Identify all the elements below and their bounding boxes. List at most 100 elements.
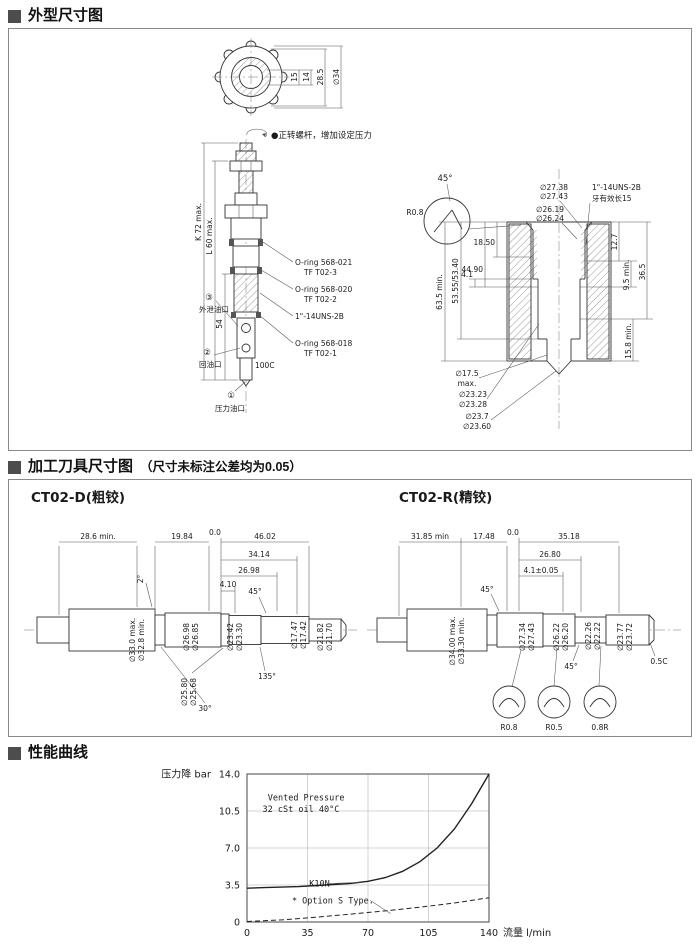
oring-callout: O-ring 568-021 — [295, 258, 352, 267]
dia-label: ∅26.19 — [536, 205, 564, 214]
angle-label: 45° — [437, 174, 452, 184]
section-marker-icon — [8, 746, 21, 760]
dia-label: ∅33.30 min. — [457, 618, 466, 665]
section-tooling-title: 加工刀具尺寸图 — [28, 458, 134, 475]
dim-label: 53.55/53.40 — [451, 258, 460, 304]
y-tick-label: 7.0 — [225, 844, 240, 855]
port-1-label: 压力油口 — [215, 403, 245, 413]
dia-label: ∅22.26 — [584, 622, 593, 650]
tool-dim-lines — [58, 538, 310, 704]
chamfer-label: 0.5C — [650, 657, 667, 666]
tip-note: 100C — [255, 361, 275, 370]
series-k10n — [246, 773, 490, 889]
dia-label: ∅21.82 — [316, 623, 325, 651]
angle-label: 45° — [480, 585, 494, 594]
dia-label: ∅27.38 — [540, 183, 568, 192]
dim-label: 63.5 min. — [435, 274, 444, 310]
oring-callout-leaders — [258, 241, 294, 344]
port-2-number: ② — [203, 348, 211, 358]
x-tick-label: 140 — [480, 928, 498, 939]
dim-label: 46.02 — [254, 532, 276, 541]
cavity-right-dim-lines — [571, 221, 653, 362]
dim-label: 18.50 — [474, 238, 496, 247]
y-tick-label: 0 — [234, 918, 240, 929]
dia-label: ∅17.42 — [299, 621, 308, 649]
tool-title: CT02-D(粗铰) — [31, 489, 125, 506]
dim-label: K 72 max. — [194, 203, 203, 241]
radius-label: R0.8 — [500, 723, 517, 732]
annotation-arrow — [328, 882, 360, 884]
dim-label: 0.0 — [209, 528, 221, 537]
knob-top-view: 15 14 28.5 ∅34 — [212, 38, 343, 116]
section-outline-header: 外型尺寸图 — [0, 0, 700, 28]
tool-profile — [376, 608, 655, 652]
dia-label: ∅23.28 — [459, 400, 487, 409]
chart-annotation: 32 cSt oil 40°C — [263, 805, 340, 815]
thread-label: 1"-14UNS-2B — [592, 183, 641, 192]
x-tick-label: 105 — [419, 928, 437, 939]
dim-label: 14 — [302, 72, 311, 82]
dim-label: 15 — [290, 72, 299, 82]
dim-label: 4.10 — [220, 580, 237, 589]
dim-label: 4.1±0.05 — [524, 566, 559, 575]
chamfer-detail: 45° R0.8 — [406, 174, 522, 245]
oring-callout: O-ring 568-020 — [295, 285, 352, 294]
radius-label: R0.8 — [406, 208, 423, 217]
y-tick-label: 3.5 — [225, 881, 240, 892]
y-tick-label: 10.5 — [219, 807, 240, 818]
angle-label: 135° — [258, 672, 276, 681]
cavity-section-view: 45° R0.8 ∅27.38 ∅27.43 ∅26.19 ∅26.24 1"-… — [406, 169, 653, 431]
dia-label: ∅17.47 — [290, 621, 299, 649]
valve-side-view: K 72 max. L 60 max. 54 ③ 外泄油口 ② 回油口 100C… — [194, 139, 352, 413]
x-tick-label: 35 — [301, 928, 313, 939]
y-axis-label: 压力降 bar — [161, 768, 212, 781]
radius-label: R0.5 — [545, 723, 562, 732]
annotation-arrow — [370, 900, 391, 914]
plot-frame — [246, 773, 490, 923]
outline-drawing: 15 14 28.5 ∅34 ●正转螺杆，增加设定压力 — [194, 38, 653, 431]
dim-label: 0.0 — [507, 528, 519, 537]
dia-label: ∅26.24 — [536, 214, 564, 223]
dim-label: 26.98 — [238, 566, 260, 575]
dia-label: ∅33.0 max. — [128, 618, 137, 662]
x-tick-label: 0 — [244, 928, 250, 939]
tolerance-note: （尺寸未标注公差均为0.05） — [140, 460, 302, 474]
dia-label: ∅23.77 — [616, 623, 625, 651]
dia-label: ∅23.72 — [625, 623, 634, 651]
angle-label: 30° — [198, 704, 212, 713]
section-outline-title: 外型尺寸图 — [28, 7, 104, 24]
tool-profile — [36, 608, 347, 652]
tooling-drawing: CT02-D(粗铰) — [24, 489, 681, 732]
dia-label: ∅26.20 — [561, 623, 570, 651]
x-axis-label: 流量 l/min — [503, 926, 551, 939]
dia-label: ∅23.23 — [459, 390, 487, 399]
section-tooling-header: 加工刀具尺寸图 （尺寸未标注公差均为0.05） — [0, 451, 700, 479]
dim-label: ∅34 — [332, 69, 341, 85]
radius-detail-circles — [492, 685, 617, 719]
angle-label: 45° — [248, 587, 262, 596]
y-tick-label: 14.0 — [219, 770, 240, 781]
dim-label: 31.85 min — [411, 532, 449, 541]
dia-label: ∅23.42 — [226, 623, 235, 651]
dim-label: 19.84 — [171, 532, 193, 541]
dia-label: ∅34.00 max. — [448, 616, 457, 665]
dim-label: 28.6 min. — [80, 532, 116, 541]
dim-label: 26.80 — [539, 550, 561, 559]
dim-label: 36.5 — [638, 263, 647, 280]
cavity-left-dim-lines — [439, 221, 547, 362]
tooling-drawing-box: CT02-D(粗铰) — [8, 479, 692, 737]
dia-label: ∅22.22 — [593, 622, 602, 650]
dia-label: ∅26.98 — [182, 623, 191, 651]
chart-annotation: K10N — [309, 880, 329, 890]
section-marker-icon — [8, 460, 21, 474]
valve-dimension-lines — [201, 142, 238, 381]
thread-length-note: 牙有效长15 — [592, 193, 632, 203]
tool-title: CT02-R(精铰) — [399, 489, 492, 506]
section-performance-header: 性能曲线 — [0, 737, 700, 765]
knob-dimension-lines — [267, 45, 343, 109]
dim-label: 9.5 min. — [622, 260, 631, 291]
thread-callout: 1"-14UNS-2B — [295, 312, 344, 321]
dia-label: ∅27.43 — [540, 192, 568, 201]
tool-dim-lines — [398, 538, 656, 688]
